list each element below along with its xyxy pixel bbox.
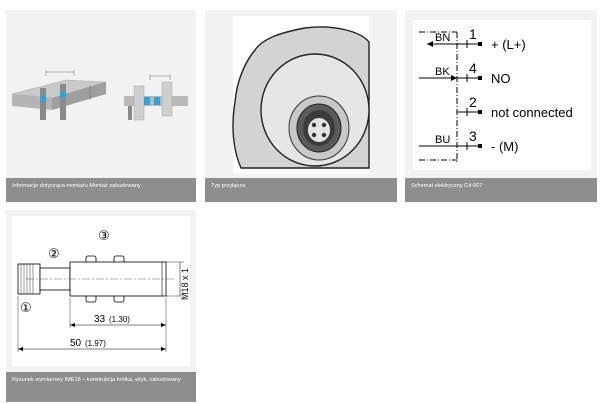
gallery-card-dimensions[interactable]: ③ ② ① ⊗ M18 x 1 bbox=[6, 210, 196, 402]
dim-33: 33 bbox=[94, 314, 106, 325]
wire-code-2: BK bbox=[435, 66, 450, 78]
dim-50-in: (1.97) bbox=[85, 339, 106, 348]
caption-mounting: Informacje dotycząca montażu Montaż zabu… bbox=[6, 178, 196, 202]
gallery-card-connector[interactable]: Typ przyłącza bbox=[205, 10, 397, 202]
dimension-drawing-image: ③ ② ① ⊗ M18 x 1 bbox=[6, 210, 196, 372]
gallery-card-mounting[interactable]: Informacje dotycząca montażu Montaż zabu… bbox=[6, 10, 196, 202]
wire-code-1: BN bbox=[435, 32, 450, 44]
caption-wiring: Schemat elektryczny Cd-007 bbox=[405, 178, 597, 202]
pin-3: 3 bbox=[469, 128, 477, 144]
pin-4: 4 bbox=[469, 60, 477, 76]
dim-50: 50 bbox=[70, 338, 82, 349]
pin-2: 2 bbox=[469, 94, 477, 110]
dim-33-in: (1.30) bbox=[109, 315, 130, 324]
marker-1: ① bbox=[20, 300, 32, 315]
wire-desc-4: - (M) bbox=[491, 139, 518, 154]
marker-3: ③ bbox=[98, 228, 110, 243]
thread-label: M18 x 1 bbox=[180, 268, 190, 300]
wiring-diagram-image: BN BK BU 1 4 2 3 + (L+) NO not connected… bbox=[405, 10, 597, 178]
pin-1: 1 bbox=[469, 26, 477, 42]
wire-code-4: BU bbox=[435, 134, 450, 146]
mounting-diagram-image bbox=[6, 10, 196, 178]
connector-image bbox=[205, 10, 397, 178]
wire-desc-3: not connected bbox=[491, 105, 573, 120]
caption-connector: Typ przyłącza bbox=[205, 178, 397, 202]
caption-dimensions: Rysunek wymiarowy IME18 – konstrukcja kr… bbox=[6, 372, 196, 402]
gallery-card-wiring[interactable]: BN BK BU 1 4 2 3 + (L+) NO not connected… bbox=[405, 10, 597, 202]
marker-2: ② bbox=[48, 246, 60, 261]
wire-desc-1: + (L+) bbox=[491, 37, 526, 52]
wire-desc-2: NO bbox=[491, 71, 511, 86]
